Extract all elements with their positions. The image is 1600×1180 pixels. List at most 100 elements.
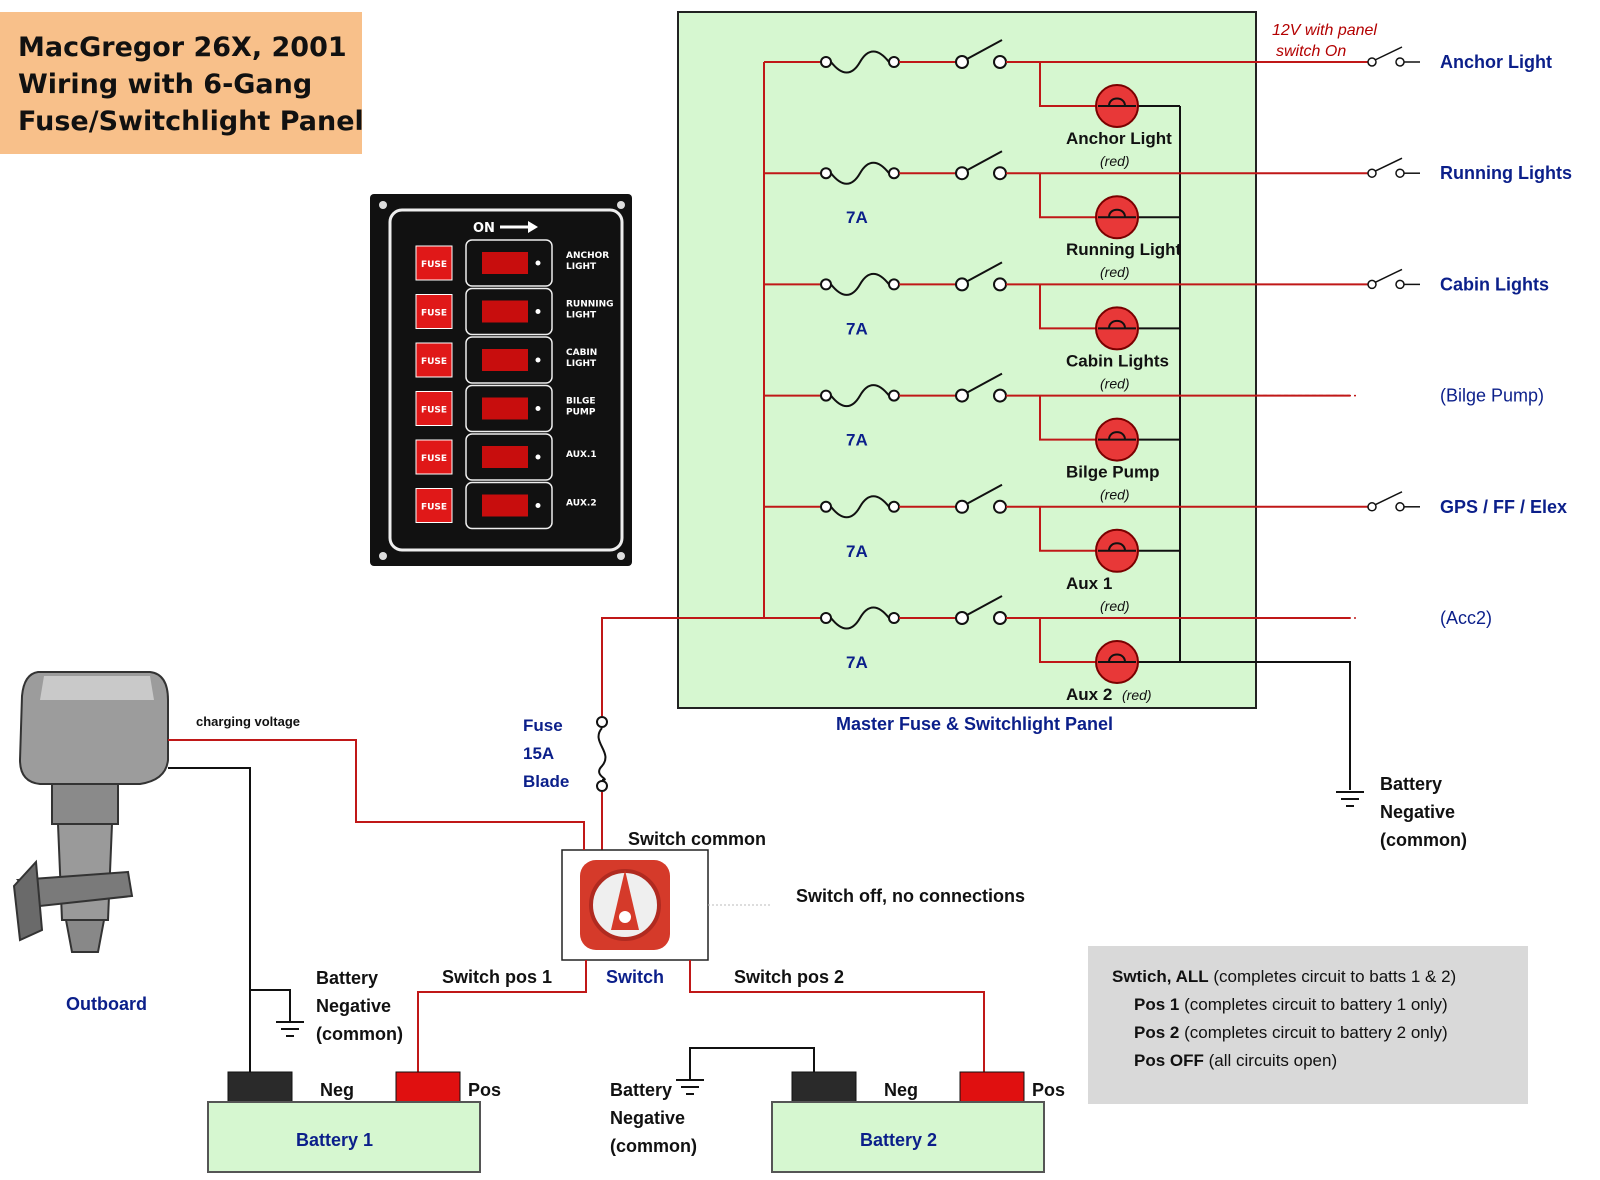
ext-switch-blade-icon <box>1374 157 1403 172</box>
panel-row-label: AUX.1 <box>566 450 597 460</box>
outboard-motor: Outboard <box>12 671 169 1014</box>
outboard-skeg-icon <box>64 919 106 953</box>
battery-neg-right-3: (common) <box>1380 830 1467 850</box>
title-line-1: MacGregor 26X, 2001 <box>18 32 347 63</box>
lamp-note-label: (red) <box>1100 153 1130 169</box>
panel-note-line-1: 12V with panel <box>1272 22 1377 39</box>
ground-right: Battery Negative (common) <box>1336 774 1467 850</box>
rocker-switch-icon <box>482 252 528 274</box>
lamp-label: Cabin Lights <box>1066 351 1169 370</box>
master-panel-box <box>677 11 1257 709</box>
switch-blade-icon <box>966 39 1003 60</box>
fuse-icon <box>830 272 890 296</box>
fuse-holder-icon <box>415 439 453 475</box>
lamp-note-label: (red) <box>1100 375 1130 391</box>
lamp-label: Aux 1 <box>1066 574 1112 593</box>
legend-line-3-text: (completes circuit to battery 2 only) <box>1179 1023 1447 1042</box>
switch-terminal-icon <box>955 166 969 181</box>
fuse-terminal-icon <box>820 612 832 624</box>
ext-switch-terminal-icon <box>1395 279 1405 290</box>
fuse-holder-label: FUSE <box>421 503 447 513</box>
switch-blade-icon <box>966 372 1003 394</box>
fuse-icon <box>830 384 890 408</box>
led-dot-icon <box>535 357 541 363</box>
panel-row-label: LIGHT <box>566 359 597 369</box>
circuit-row: Anchor Light (red) Anchor Light <box>764 39 1552 169</box>
output-label: Anchor Light <box>1440 52 1552 72</box>
ext-switch-terminal-icon <box>1395 168 1405 178</box>
battery-neg-right-1: Battery <box>1380 774 1442 794</box>
lamp-feed-wire <box>1039 284 1098 330</box>
led-dot-icon <box>535 309 541 314</box>
output-label: Running Lights <box>1440 163 1572 183</box>
battery-neg-left-1: Battery <box>316 968 378 988</box>
fuse-rating-label: 7A <box>846 431 868 450</box>
feed-wire <box>601 617 764 716</box>
fuse-holder-icon <box>415 391 453 426</box>
switch-terminal-icon <box>955 388 969 403</box>
switch-terminal-icon <box>993 166 1007 181</box>
charging-voltage-label: charging voltage <box>196 714 300 729</box>
battery1-neg-label: Neg <box>320 1080 354 1100</box>
outboard-negative-wire <box>168 767 251 1072</box>
on-arrow-head-icon <box>528 221 538 233</box>
fuse-icon <box>830 161 890 185</box>
lamp-filament-icon <box>1098 431 1136 441</box>
battery-neg-left-2: Negative <box>316 996 391 1016</box>
ground-symbol-icon <box>276 1021 304 1037</box>
lamp-label: Running Light <box>1066 240 1182 259</box>
title-line-2: Wiring with 6-Gang <box>18 69 312 100</box>
panel-row-label: RUNNING <box>566 300 614 310</box>
switch-terminal-icon <box>955 499 969 514</box>
propeller-icon <box>12 859 44 942</box>
lamp-feed-wire <box>1039 618 1098 663</box>
title-background <box>0 12 362 154</box>
switch-off-label: Switch off, no connections <box>796 886 1025 906</box>
rocker-switch-icon <box>482 300 528 323</box>
outboard-highlight-icon <box>40 676 154 700</box>
lamp-feed-wire <box>1039 395 1098 441</box>
ground-symbol-icon <box>676 1079 704 1095</box>
lamp-label: Anchor Light <box>1066 129 1172 148</box>
lamp-label: Bilge Pump <box>1066 463 1160 482</box>
ext-switch-blade-icon <box>1374 491 1403 506</box>
fuse-holder-label: FUSE <box>421 309 447 319</box>
switch-pos1-label: Switch pos 1 <box>442 967 552 987</box>
battery-neg-mid-1: Battery <box>610 1080 672 1100</box>
circuit-rows: Anchor Light (red) Anchor Light 7A Running L… <box>764 39 1572 704</box>
master-panel-caption: Master Fuse & Switchlight Panel <box>836 714 1113 734</box>
fuse-terminal-icon <box>888 167 900 180</box>
panel-row-label: LIGHT <box>566 262 597 272</box>
panel-note-line-2: switch On <box>1276 43 1346 60</box>
switch-terminal-icon <box>993 277 1007 292</box>
master-panel: Anchor Light (red) Anchor Light 7A Running L… <box>677 11 1572 790</box>
lamp-label: Aux 2 <box>1066 685 1112 704</box>
fuse-holder-label: FUSE <box>421 260 447 270</box>
battery2-pos-terminal <box>959 1071 1025 1103</box>
fuse-holder-label: FUSE <box>421 357 447 367</box>
panel-row-label: AUX.2 <box>566 499 597 509</box>
switch-pos2-label: Switch pos 2 <box>734 967 844 987</box>
battery1-pos-terminal <box>395 1071 461 1103</box>
legend-line-2-text: (completes circuit to battery 1 only) <box>1179 995 1447 1014</box>
ext-switch-blade-icon <box>1374 46 1403 61</box>
battery-neg-right-2: Negative <box>1380 802 1455 822</box>
rocker-switch-icon <box>482 397 528 420</box>
battery2-label: Battery 2 <box>860 1130 937 1150</box>
outboard-leg-icon <box>56 823 114 921</box>
lamp-filament-icon <box>1098 653 1136 663</box>
fuse-terminal-icon <box>820 500 832 513</box>
switch-blade-icon <box>966 483 1003 505</box>
screw-icon <box>379 201 387 209</box>
legend-line-4-text: (all circuits open) <box>1204 1051 1337 1070</box>
lamp-feed-wire <box>1039 62 1098 107</box>
panel-row-label: CABIN <box>566 348 597 358</box>
pos1-wire <box>417 960 587 1072</box>
fuse-terminal-icon <box>888 278 900 291</box>
battery-2: Battery 2 Neg Pos Battery Negative (comm… <box>610 1047 1065 1173</box>
